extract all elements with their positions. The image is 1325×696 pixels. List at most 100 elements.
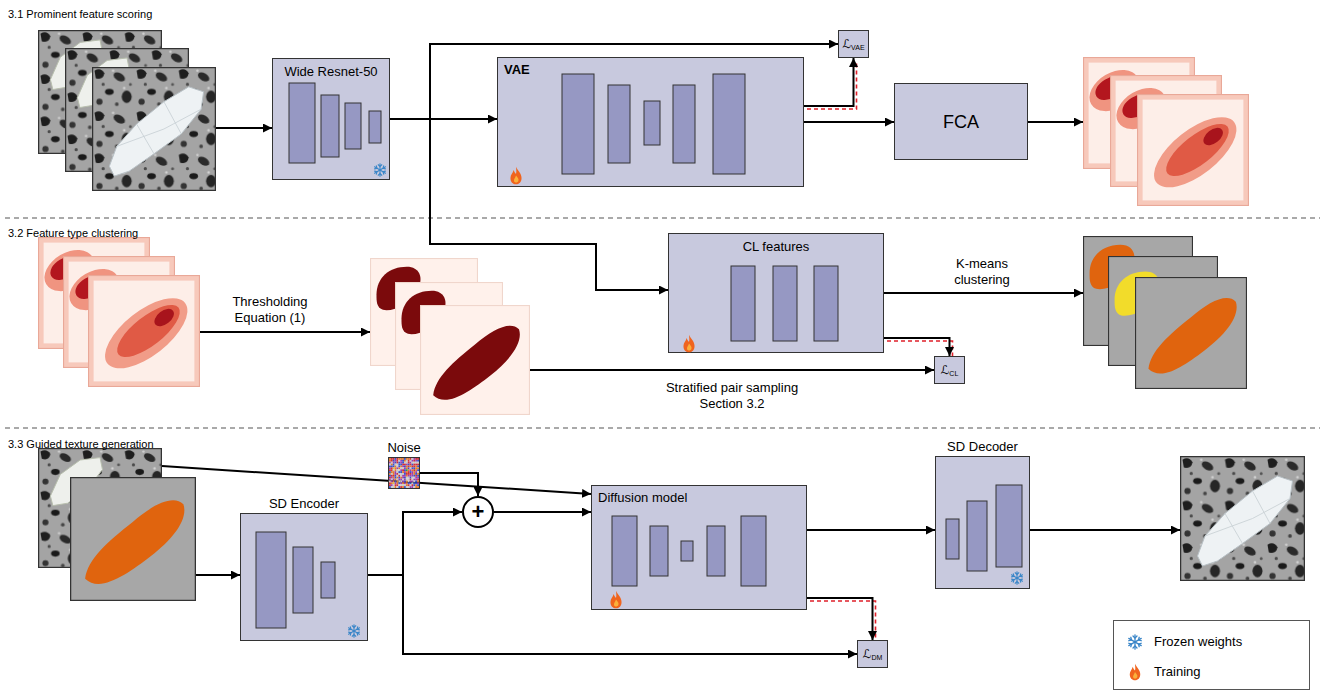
loss-symbol: ℒ [941,362,950,378]
noise-pixel [391,482,393,484]
layer-block [731,266,755,341]
noise-pixel [404,482,406,484]
noise-pixel [410,479,412,481]
noise-pixel [412,467,414,469]
noise-pixel [402,477,404,479]
connector-line [884,338,950,356]
noise-pixel [410,460,412,462]
noise-pixel [389,484,391,486]
node-title: Wide Resnet-50 [284,64,377,80]
node-title: FCA [943,114,979,130]
flow-label: clustering [954,272,1010,288]
noise-pixel [410,477,412,479]
noise-pixel [406,484,408,486]
vae-box: VAE [497,57,804,187]
frozen-icon [348,625,361,638]
layer-blocks [936,457,1029,588]
noise-pixel [413,479,415,481]
noise-pixel [389,460,391,462]
label-holder: Thresholding [232,292,307,310]
noise-pixel [417,462,419,464]
cluster-images [1083,236,1247,389]
noise-pixel [400,458,402,460]
training-icon [683,335,694,352]
network-box: CL features [668,233,884,353]
noise-pixel [410,458,412,460]
legend-text: Training [1154,664,1200,680]
noise-pixel [397,475,399,477]
noise-pixel [412,469,414,471]
noise-pixel [398,475,400,477]
encoder-box: Wide Resnet-50 [272,58,390,180]
noise-pixel [408,466,410,468]
noise-pixel [415,466,417,468]
noise-pixel [413,481,415,483]
noise-pixel [389,475,391,477]
noise-pixel [412,473,414,475]
connector-line [807,529,935,531]
noise-pixel [406,471,408,473]
noise-pixel [408,471,410,473]
noise-pixel [397,481,399,483]
mask-images [370,258,530,415]
noise-pixel [395,458,397,460]
connector-line [368,512,462,575]
noise-pixel [397,458,399,460]
node-title: CL features [743,239,810,255]
noise-pixel [398,481,400,483]
noise-pixel [391,475,393,477]
flow-connector [804,122,894,123]
noise-pixel [397,469,399,471]
noise-pixel [413,475,415,477]
noise-pixel [389,466,391,468]
noise-pixel [397,466,399,468]
noise-pixel [400,467,402,469]
noise-pixel [398,460,400,462]
loss-dash [810,601,876,643]
noise-pixel [395,462,397,464]
label-holder: Section 3.2 [699,394,764,412]
noise-pixel [415,460,417,462]
noise-pixel [398,484,400,486]
noise-pixel [413,469,415,471]
layer-block [814,266,838,341]
noise-pixel [391,479,393,481]
noise-pixel [415,467,417,469]
layer-block [946,519,959,559]
label-holder: 3.2 Feature type clustering [8,223,138,241]
frozen-icon [374,164,387,177]
noise-pixel [398,471,400,473]
loss-box: ℒVAE [838,30,869,58]
noise-pixel [408,479,410,481]
noise-pixel [413,464,415,466]
noise-pixel [391,473,393,475]
noise-pixel [404,486,406,488]
noise-pixel [393,471,395,473]
layer-block [321,562,335,598]
noise-pixel [406,486,408,488]
noise-pixel [412,486,414,488]
noise-pixel [393,477,395,479]
label-holder: K-means [956,254,1008,272]
noise-pixel [395,469,397,471]
noise-pixel [398,458,400,460]
noise-pixel [404,475,406,477]
layer-block [293,547,313,613]
noise-pixel [398,469,400,471]
noise-pixel [413,477,415,479]
noise-pixel [391,477,393,479]
layer-block [608,85,630,163]
noise-pixel [415,486,417,488]
noise-pixel [413,471,415,473]
noise-pixel [417,484,419,486]
noise-pixel [406,475,408,477]
flow-label: Stratified pair sampling [666,380,798,396]
noise-pixel [404,458,406,460]
noise-pixel [404,466,406,468]
noise-pixel [400,473,402,475]
node-title: SD Encoder [269,496,339,512]
noise-pixel [389,458,391,460]
noise-pixel [395,467,397,469]
training-icon [610,591,621,608]
loss-subscript: CL [949,369,958,378]
